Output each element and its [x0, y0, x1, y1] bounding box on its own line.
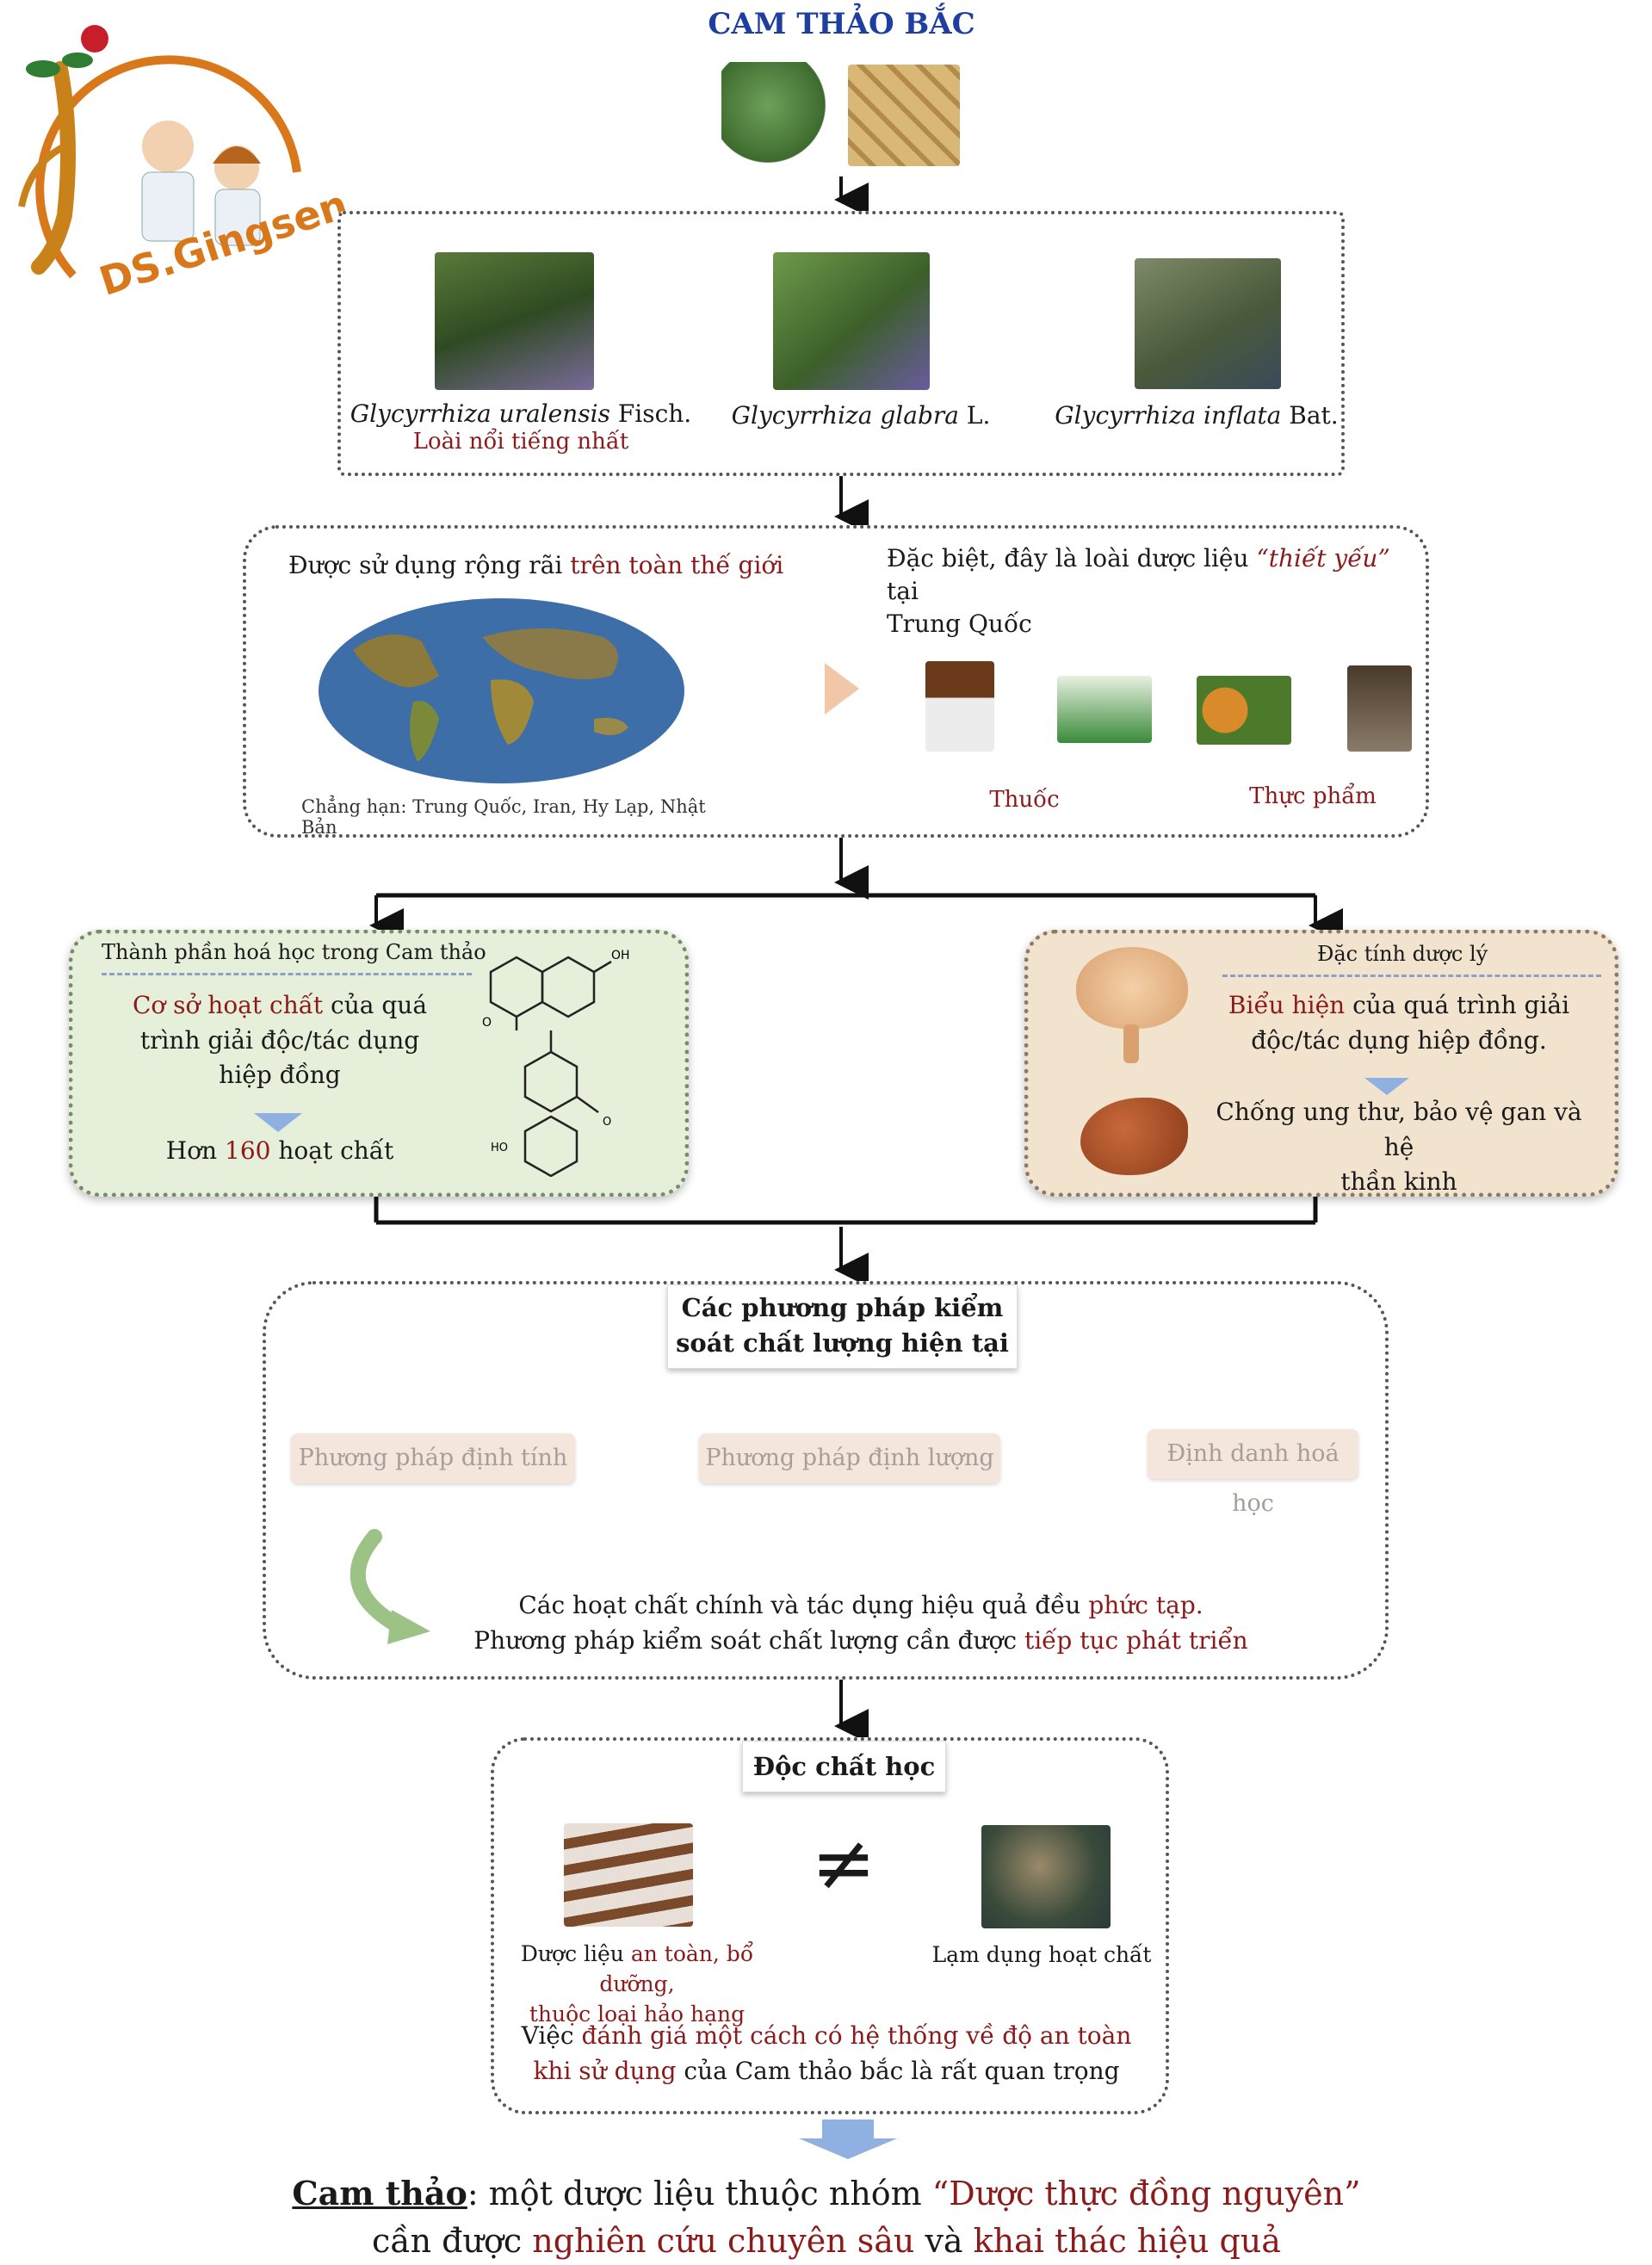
svg-text:O: O: [482, 1016, 492, 1030]
species-1-name: Glycyrrhiza uralensis Fisch.: [350, 399, 692, 428]
right-arrow-icon: [825, 663, 859, 715]
brain-icon: [1076, 947, 1188, 1029]
food-jar-image: [1347, 665, 1412, 752]
licorice-root-slices-image: [848, 65, 960, 166]
down-arrow-icon: [1364, 1078, 1409, 1095]
brainstem-icon: [1123, 1024, 1139, 1063]
usage-worldwide-text: Được sử dụng rộng rãi trên toàn thế giới: [288, 551, 784, 579]
svg-text:HO: HO: [491, 1142, 508, 1154]
world-map: [319, 598, 684, 783]
toxicology-title: Độc chất học: [742, 1741, 946, 1792]
not-equal-symbol: ≠: [811, 1818, 876, 1909]
pharmacology-effects: Chống ung thư, bảo vệ gan và hệ thần kin…: [1216, 1098, 1582, 1197]
pharmacology-title: Đặc tính dược lý: [1317, 942, 1488, 966]
page-title: CAM THẢO BẮC: [708, 7, 975, 41]
toxicity-image: [981, 1825, 1111, 1928]
conclusion: Cam thảo: một dược liệu thuộc nhóm “Dược…: [292, 2174, 1361, 2261]
curved-arrow-icon: [350, 1529, 430, 1644]
down-arrow-icon: [822, 2120, 874, 2138]
species-1-photo: [435, 252, 594, 390]
species-1-note: Loài nổi tiếng nhất: [412, 429, 629, 455]
licorice-plant-image: [721, 62, 838, 170]
species-2-name: Glycyrrhiza glabra L.: [731, 401, 991, 430]
method-chemical-identification: Định danh hoá học: [1148, 1429, 1358, 1517]
method-quantitative: Phương pháp định lượng: [699, 1433, 1000, 1483]
method-qualitative: Phương pháp định tính: [291, 1433, 575, 1483]
liver-icon: [1080, 1098, 1188, 1175]
label-medicine: Thuốc: [989, 787, 1060, 813]
svg-text:O: O: [603, 1116, 611, 1129]
licorice-roots-image: [564, 1823, 693, 1927]
chemistry-description: Cơ sở hoạt chất của quá trình giải độc/t…: [132, 991, 428, 1090]
chemistry-title: Thành phần hoá học trong Cam thảo: [102, 940, 486, 964]
pharmacology-description: Biểu hiện của quá trình giải độc/tác dụn…: [1228, 991, 1570, 1055]
food-products-image: [1197, 676, 1291, 745]
species-3-name: Glycyrrhiza inflata Bat.: [1055, 401, 1339, 430]
down-arrow-icon: [254, 1113, 302, 1132]
compound-count: Hơn 160 hoạt chất: [165, 1136, 394, 1165]
species-3-photo: [1135, 258, 1281, 389]
logo: DS.Gingsen: [13, 17, 353, 305]
medicine-box-image: [1057, 676, 1152, 743]
usage-essential-text: Đặc biệt, đây là loài dược liệu “thiết y…: [887, 544, 1390, 638]
toxicology-summary: Việc đánh giá một cách có hệ thống về độ…: [521, 2021, 1132, 2085]
usage-example-caption: Chẳng hạn: Trung Quốc, Iran, Hy Lạp, Nhậ…: [301, 796, 706, 838]
svg-text:OH: OH: [611, 949, 630, 962]
medicine-products-image: [925, 661, 994, 752]
safe-herb-caption: Dược liệu an toàn, bổ dưỡng, thuộc loại …: [520, 1941, 754, 2027]
label-food: Thực phẩm: [1249, 783, 1377, 809]
abuse-caption: Lạm dụng hoạt chất: [931, 1942, 1152, 1967]
species-2-photo: [773, 252, 930, 390]
quality-note: Các hoạt chất chính và tác dụng hiệu quả…: [473, 1591, 1248, 1655]
molecule-structure-icon: OH O HO O: [482, 949, 630, 1177]
